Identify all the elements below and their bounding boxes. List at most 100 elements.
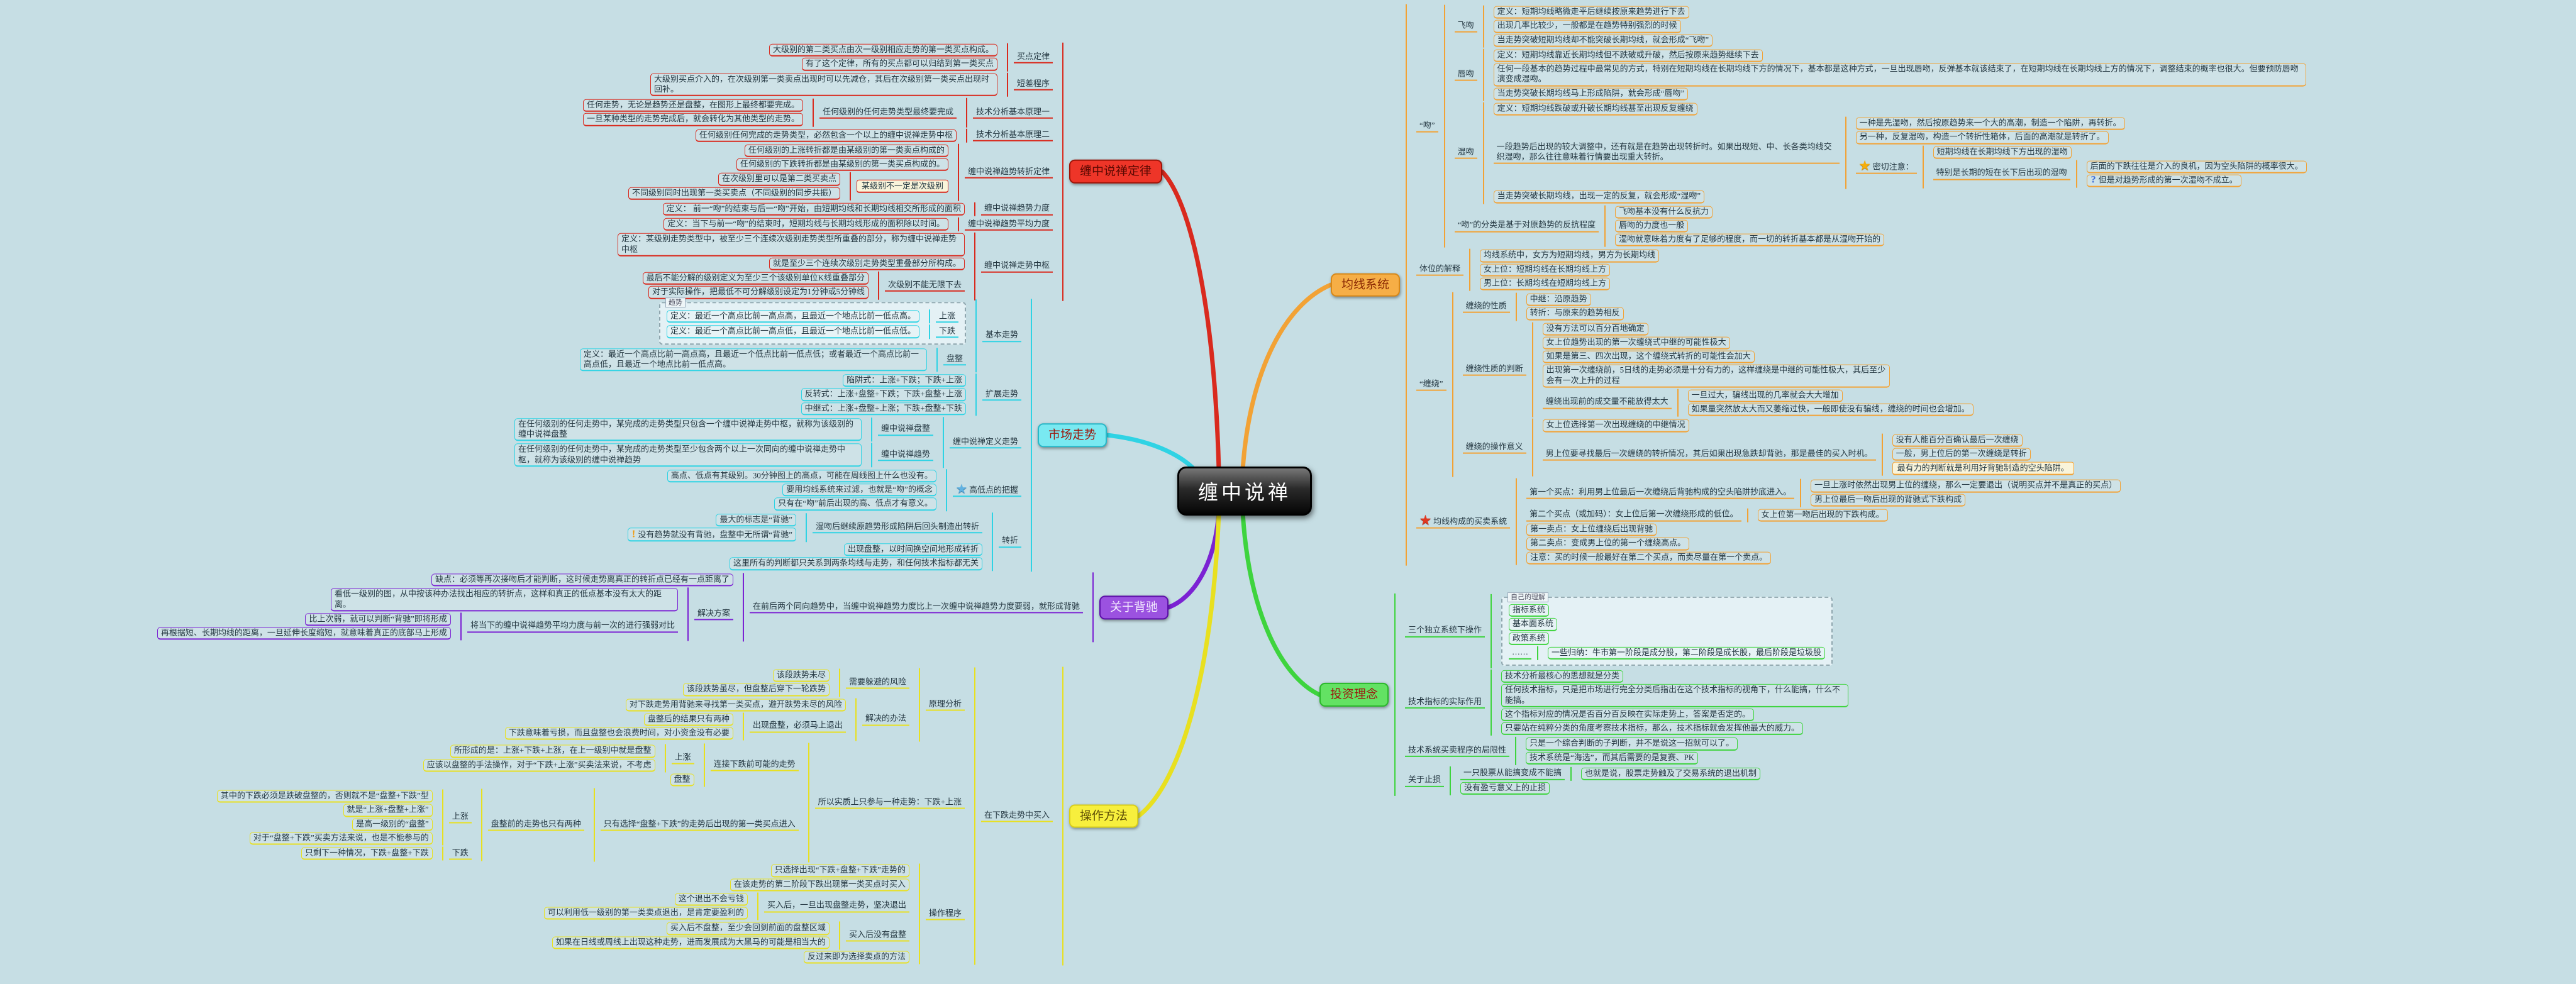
topic-label[interactable]: 定义：当下与前一“吻”的结束时，短期均线与长期均线形成的面积除以时间。 [663,218,948,231]
topic-label[interactable]: 一旦某种类型的走势完成后，就会转化为其他类型的走势。 [582,113,803,126]
topic-label[interactable]: 只有在“吻”前后出现的高、低点才有意义。 [774,497,936,511]
topic-label[interactable]: 女上位第一吻后出现的下跌构成。 [1757,509,1888,522]
topic-label[interactable]: 反过来即为选择卖点的方法 [803,951,909,964]
topic-label[interactable]: 当走势突破长期均线马上形成陷阱，就会形成“唇吻” [1493,87,1689,101]
topic-label[interactable]: 男上位最后一吻后出现的背驰式下跌构成 [1811,494,1966,507]
topic-label[interactable]: 定义： 前一“吻”的结束与后一“吻”开始，由短期均线和长期均线相交所形成的面积 [662,202,965,216]
topic-label[interactable]: 是高一级别的“盘整” [352,818,433,831]
topic-label[interactable]: 没有方法可以百分百地确定 [1542,323,1648,336]
topic-label[interactable]: 唇吻 [1454,69,1477,81]
topic-label[interactable]: 基本面系统 [1509,618,1558,631]
topic-label[interactable]: 对于实际操作，把最低不可分解级别设定为1分钟或5分钟线 [648,286,869,299]
branch-shichang-zoushi[interactable]: 市场走势 [1037,423,1107,447]
topic-label[interactable]: 湿吻后继续原趋势形成陷阱后回头制造出转折 [812,521,982,534]
topic-label[interactable]: 中继式：上涨+盘整+上涨；下跌+盘整+下跌 [801,402,966,415]
topic-label[interactable]: 缠绕的操作意义 [1462,441,1526,454]
topic-label[interactable]: 盘整前的走势也只有两种 [487,819,584,831]
topic-label[interactable]: 高点、低点有其级别。30分钟图上的高点，可能在周线图上什么也没有。 [667,470,936,483]
topic-label[interactable]: 在前后两个同向趋势中，当缠中说禅趋势力度比上一次缠中说禅趋势力度要弱，就形成背驰 [749,601,1083,614]
topic-label[interactable]: 三个独立系统下操作 [1405,625,1485,638]
topic-label[interactable]: 女上位趋势出现的第一次缠绕式中继的可能性极大 [1542,336,1730,350]
topic-label[interactable]: 缠绕的性质 [1462,301,1510,313]
topic-label[interactable]: 任何级别的下跌转折都是由某级别的第一类买点构成的。 [736,158,948,171]
topic-label[interactable]: 一种是先湿吻，然后按原趋势来一个大的高潮，制造一个陷阱，再转折。 [1855,117,2125,130]
topic-label[interactable]: 盘整 [943,353,966,366]
topic-label[interactable]: 一段趋势后出现的较大调整中，还有就是在趋势出现转折时。如果出现短、中、长各类均线… [1493,142,1840,164]
topic-label[interactable]: 飞吻 [1454,20,1477,33]
topic-label[interactable]: 技术指标的实际作用 [1405,697,1485,709]
topic-label[interactable]: 任何一段基本的趋势过程中最常见的方式，特别在短期均线在长期均线下方的情况下，基本… [1493,63,2306,87]
topic-label[interactable]: …… [1509,647,1532,660]
topic-label[interactable]: 女上位选择第一次出现缠绕的中继情况 [1542,419,1689,433]
topic-label[interactable]: 定义：最近一个高点比前一高点低，且最近一个地点比前一低点低。 [666,325,919,338]
topic-label[interactable]: 第二个买点（或加码）：女上位后第一次缠绕形成的低位。 [1526,509,1741,522]
topic-label[interactable]: 原理分析 [925,699,965,711]
topic-label[interactable]: 连接下跌前可能的走势 [710,760,799,771]
topic-label[interactable]: 对于“盘整+下跌”买卖方法来说，也是不能参与的 [249,832,433,845]
topic-label[interactable]: 任何级别的上涨转折都是由某级别的第一类卖点构成的 [744,144,948,157]
topic-label[interactable]: 政策系统 [1509,632,1550,645]
branch-chan-dinglv[interactable]: 缠中说禅定律 [1069,160,1162,184]
topic-label[interactable]: 次级别不能无限下去 [884,279,965,292]
topic-label[interactable]: 技术系统是“海选”，而其后需要的是复赛、PK [1526,751,1699,765]
topic-label[interactable]: 注意：买的时候一般最好在第二个买点，而卖尽量在第一个卖点。 [1526,551,1772,565]
topic-label[interactable]: 操作程序 [925,908,965,920]
topic-label[interactable]: 对下跌走势用背驰来寻找第一类买点，避开跌势未尽的风险 [625,699,846,712]
topic-label[interactable]: “吻” [1416,120,1438,133]
topic-label[interactable]: 扩展走势 [982,389,1021,401]
topic-label[interactable]: 任何走势，无论是趋势还是盘整，在图形上最终都要完成。 [582,99,803,112]
topic-label[interactable]: 上涨 [671,752,694,765]
topic-label[interactable]: 没有盈亏意义上的止损 [1460,782,1550,795]
topic-label[interactable]: 比上次弱，就可以判断“背驰”即将形成 [305,613,451,626]
topic-label[interactable]: 出现盘整，以时间换空间地形成转折 [843,543,982,556]
topic-label[interactable]: 指标系统 [1509,604,1550,617]
topic-label[interactable]: 男上位：长期均线在短期均线上方 [1480,277,1611,290]
topic-label[interactable]: 缠绕出现前的成交量不能放得太大 [1542,397,1672,409]
topic-label[interactable]: ★高低点的把握 [952,483,1021,497]
topic-label[interactable]: 定义：短期均线跌破或升破长期均线甚至出现反复缠绕 [1493,102,1697,116]
topic-label[interactable]: 解决方案 [694,609,733,621]
topic-label[interactable]: “吻”的分类是基于对原趋势的反抗程度 [1454,220,1599,233]
topic-label[interactable]: 一旦上涨时依然出现男上位的缠绕，那么一定要退出（说明买点并不是真正的买点） [1811,479,2121,493]
topic-label[interactable]: 反转式：上涨+盘整+下跌；下跌+盘整+上涨 [801,388,966,401]
topic-label[interactable]: 基本走势 [982,330,1021,342]
topic-label[interactable]: 定义：最近一个高点比前一高点高，且最近一个低点比前一低点低；或者最近一个高点比前… [579,348,927,372]
topic-label[interactable]: 如果在日线或周线上出现这种走势，进而发展成为大黑马的可能是相当大的 [552,936,830,949]
topic-label[interactable]: “缠绕” [1416,379,1446,391]
topic-label[interactable]: 有了这个定律，所有的买点都可以归结到第一类买点 [801,58,997,71]
topic-label[interactable]: 当走势突破短期均线却不能突破长期均线，就会形成“飞吻” [1493,34,1713,47]
topic-label[interactable]: 定义：短期均线略微走平后继续按原来趋势进行下去 [1493,6,1689,19]
topic-label[interactable]: 解决的办法 [862,714,909,726]
topic-label[interactable]: 技术分析最核心的思想就是分类 [1501,670,1624,683]
topic-label[interactable]: 第二卖点：变成男上位的第一个缠绕高点。 [1526,537,1690,551]
topic-label[interactable]: 出现盘整，必须马上退出 [749,721,846,733]
topic-label[interactable]: 盘整后的结果只有两种 [643,713,733,726]
topic-label[interactable]: ?但是对趋势形成的第一次湿吻不成立。 [2086,174,2241,187]
topic-label[interactable]: 短差程序 [1013,79,1053,91]
topic-label[interactable]: 只是一个综合判断的子判断，并不是说这一招就可以了。 [1526,738,1738,751]
topic-label[interactable]: 后面的下跌往往是介入的良机，因为空头陷阱的概率很大。 [2086,160,2307,174]
branch-junxian-xitong[interactable]: 均线系统 [1331,273,1401,297]
topic-label[interactable]: 最后不能分解的级别定义为至少三个该级别单位K线重叠部分 [642,272,869,285]
topic-label[interactable]: 另一种，反复湿吻，构造一个转折性箱体，后面的高潮就是转折了。 [1855,131,2109,145]
topic-label[interactable]: 在任何级别的任何走势中，某完成的走势类型只包含一个缠中说禅走势中枢，就称为该级别… [514,418,862,441]
topic-label[interactable]: 中继：沿原趋势 [1526,293,1591,306]
topic-label[interactable]: 要用均线系统来过滤，也就是“吻”的概念 [782,484,936,497]
topic-label[interactable]: 一旦过大，骗线出现的几率就会大大增加 [1687,389,1843,402]
topic-label[interactable]: 所形成的是：上涨+下跌+上涨，在上一级别中就是盘整 [450,744,655,758]
topic-label[interactable]: !没有趋势就没有背驰，盘整中无所谓“背驰” [627,528,796,542]
topic-label[interactable]: 只选择出现“下跌+盘整+下跌”走势的 [770,864,909,877]
topic-label[interactable]: 女上位：短期均线在长期均线上方 [1480,263,1611,277]
topic-label[interactable]: 湿吻就意味着力度有了足够的程度，而一切的转折基本都是从湿吻开始的 [1615,233,1885,246]
topic-label[interactable]: 将当下的缠中说禅趋势平均力度与前一次的进行强弱对比 [467,621,678,633]
topic-label[interactable]: 只剩下一种情况，下跌+盘整+下跌 [301,847,433,860]
topic-label[interactable]: 第一卖点：女上位缠绕后出现背驰 [1526,523,1657,536]
topic-label[interactable]: 大级别的第二类买点由次一级别相应走势的第一类买点构成。 [769,43,997,57]
topic-label[interactable]: 该段跌势未尽 [772,669,830,682]
topic-label[interactable]: 技术分析基本原理二 [972,130,1053,141]
topic-label[interactable]: 买入后，一旦出现盘整走势，坚决退出 [763,900,909,913]
topic-label[interactable]: 其中的下跌必须是跌破盘整的，否则就不是“盘整+下跌”型 [216,790,433,803]
topic-label[interactable]: 这里所有的判断都只关系到两条均线与走势，和任何技术指标都无关 [729,557,982,570]
topic-label[interactable]: 唇吻的力度也一般 [1615,219,1689,233]
branch-caozuo-fangfa[interactable]: 操作方法 [1069,804,1138,828]
